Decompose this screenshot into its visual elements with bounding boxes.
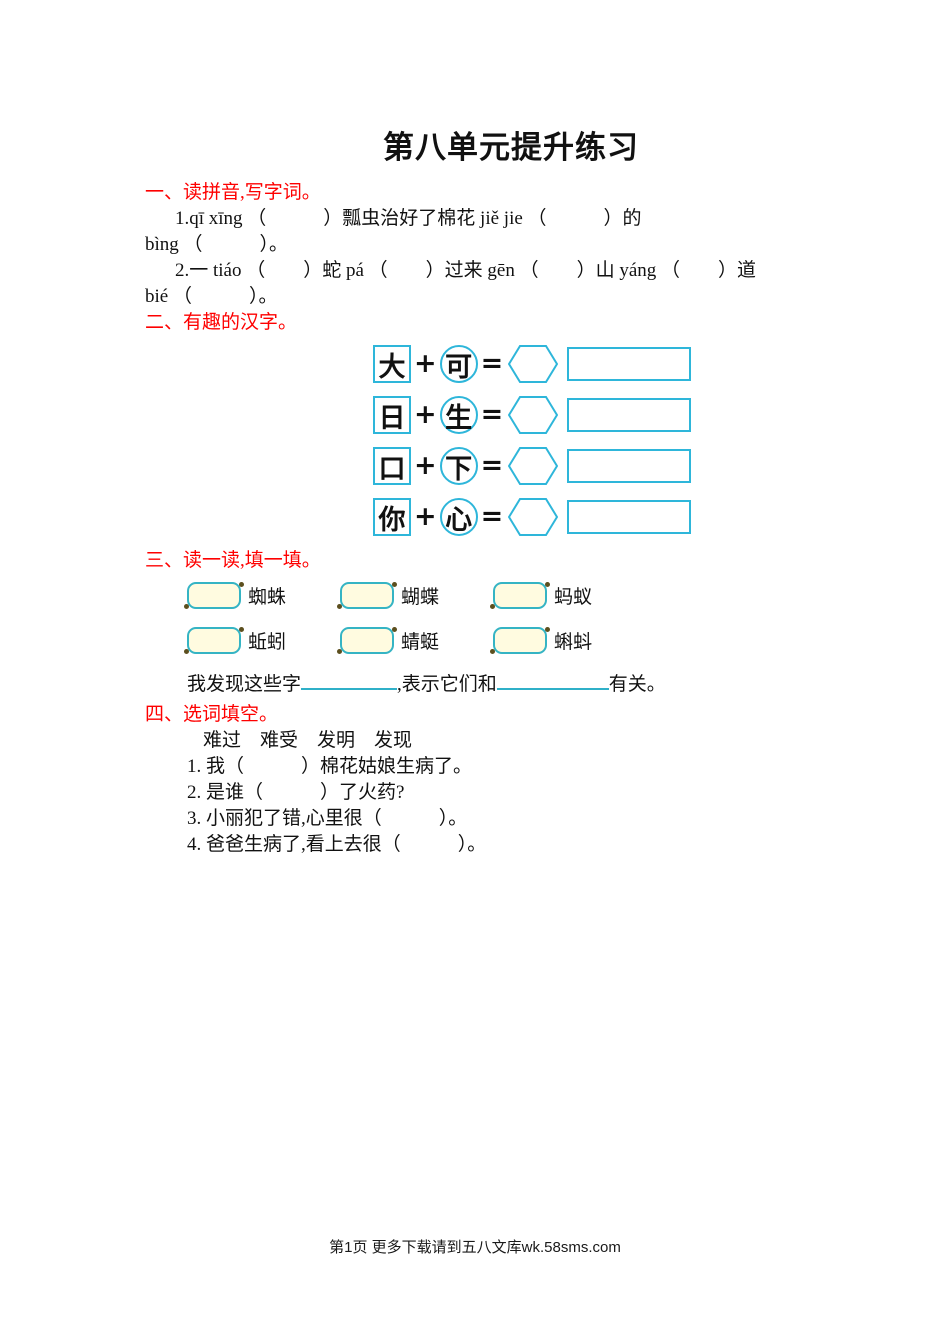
decor-dot-icon [545,582,550,587]
word-label: 蝴蝶 [401,587,440,608]
answer-box[interactable] [567,500,692,534]
choice-question-line: 2. 是谁（ ）了火药? [187,782,405,803]
character-equation-row: 你 + 心 = [373,497,877,537]
plus-sign: + [414,348,437,379]
answer-box[interactable] [567,347,692,381]
choice-question-line: 3. 小丽犯了错,心里很（ ）。 [187,808,468,829]
left-character: 日 [378,402,406,433]
sentence-text: 有关。 [608,674,666,695]
radical-fill-capsule[interactable] [490,627,550,654]
section-3: 三、读一读,填一填。 蜘蛛 [145,548,877,698]
decor-dot-icon [545,627,550,632]
section-1-heading: 一、读拼音,写字词。 [145,182,321,203]
word-label: 蝌蚪 [554,632,593,653]
decor-dot-icon [490,649,495,654]
section-4: 四、选词填空。 难过 难受 发明 发现 1. 我（ ）棉花姑娘生病了。 2. 是… [145,702,877,858]
equals-sign: = [480,450,504,481]
page-footer: 第1页 更多下载请到五八文库wk.58sms.com [329,1239,621,1256]
section-1: 一、读拼音,写字词。 1.qī xīng （ ）瓢虫治好了棉花 jiě jie … [145,180,877,310]
left-character: 大 [378,351,406,382]
decor-dot-icon [490,604,495,609]
word-item: 蚂蚁 [490,582,646,609]
word-label: 蚂蚁 [554,587,593,608]
word-item: 蝌蚪 [490,627,646,654]
character-equation-diagram: 大 + 可 = 日 + [373,344,877,537]
left-character: 你 [378,504,406,535]
decor-dot-icon [239,627,244,632]
hexagon-answer-shape[interactable] [508,447,559,485]
right-character: 下 [445,453,473,484]
choice-question-line: 4. 爸爸生病了,看上去很（ ）。 [187,834,487,855]
character-equation-row: 大 + 可 = [373,344,877,384]
sentence-text: ,表示它们和 [397,674,497,695]
decor-dot-icon [239,582,244,587]
character-equation-row: 日 + 生 = [373,395,877,435]
word-item: 蚯蚓 [184,627,340,654]
right-character: 可 [445,351,473,382]
equals-sign: = [480,501,504,532]
page-title: 第八单元提升练习 [383,130,639,165]
left-character-box: 日 [373,396,411,434]
pinyin-question-line: bié （ ）。 [145,286,278,307]
pinyin-question-line: 1.qī xīng （ ）瓢虫治好了棉花 jiě jie （ ）的 [175,208,642,229]
worksheet-content: 第八单元提升练习 一、读拼音,写字词。 1.qī xīng （ ）瓢虫治好了棉花… [145,128,877,858]
plus-sign: + [414,450,437,481]
left-character-box: 大 [373,345,411,383]
equals-sign: = [480,348,504,379]
word-row: 蚯蚓 蜻蜓 蝌蚪 [184,627,877,654]
character-equation-row: 口 + 下 = [373,446,877,486]
equals-sign: = [480,399,504,430]
left-character-box: 你 [373,498,411,536]
radical-fill-capsule[interactable] [184,582,244,609]
insect-word-grid: 蜘蛛 蝴蝶 蚂蚁 [184,582,877,654]
word-label: 蜘蛛 [248,587,287,608]
right-character-circle: 下 [439,447,478,485]
right-character-circle: 生 [439,396,478,434]
left-character: 口 [378,453,406,484]
pinyin-question-line: 2.一 tiáo （ ）蛇 pá （ ）过来 gēn （ ）山 yáng （ ）… [175,260,757,281]
pinyin-question-line: bìng （ ）。 [145,234,289,255]
radical-fill-capsule[interactable] [337,627,397,654]
word-row: 蜘蛛 蝴蝶 蚂蚁 [184,582,877,609]
sentence-text: 我发现这些字 [187,674,302,695]
choice-question-line: 1. 我（ ）棉花姑娘生病了。 [187,756,473,777]
decor-dot-icon [337,649,342,654]
right-character: 生 [445,402,473,433]
fill-blank-underline[interactable] [301,672,398,690]
section-2-heading: 二、有趣的汉字。 [145,312,298,333]
word-item: 蜻蜓 [337,627,493,654]
decor-dot-icon [392,582,397,587]
radical-fill-capsule[interactable] [337,582,397,609]
decor-dot-icon [184,649,189,654]
decor-dot-icon [337,604,342,609]
section-3-heading: 三、读一读,填一填。 [145,550,321,571]
word-options: 难过 难受 发明 发现 [203,730,413,751]
left-character-box: 口 [373,447,411,485]
word-label: 蜻蜓 [401,632,440,653]
fill-blank-underline[interactable] [496,672,609,690]
answer-box[interactable] [567,449,692,483]
plus-sign: + [414,501,437,532]
right-character: 心 [445,504,473,535]
answer-box[interactable] [567,398,692,432]
radical-fill-capsule[interactable] [490,582,550,609]
radical-fill-capsule[interactable] [184,627,244,654]
section-2: 二、有趣的汉字。 大 + 可 = [145,310,877,537]
hexagon-answer-shape[interactable] [508,345,559,383]
word-item: 蜘蛛 [184,582,340,609]
word-item: 蝴蝶 [337,582,493,609]
decor-dot-icon [392,627,397,632]
right-character-circle: 可 [439,345,478,383]
hexagon-answer-shape[interactable] [508,396,559,434]
plus-sign: + [414,399,437,430]
decor-dot-icon [184,604,189,609]
word-label: 蚯蚓 [248,632,287,653]
right-character-circle: 心 [439,498,478,536]
section-4-heading: 四、选词填空。 [145,704,279,725]
discovery-sentence: 我发现这些字 ,表示它们和 有关。 [187,672,877,698]
hexagon-answer-shape[interactable] [508,498,559,536]
